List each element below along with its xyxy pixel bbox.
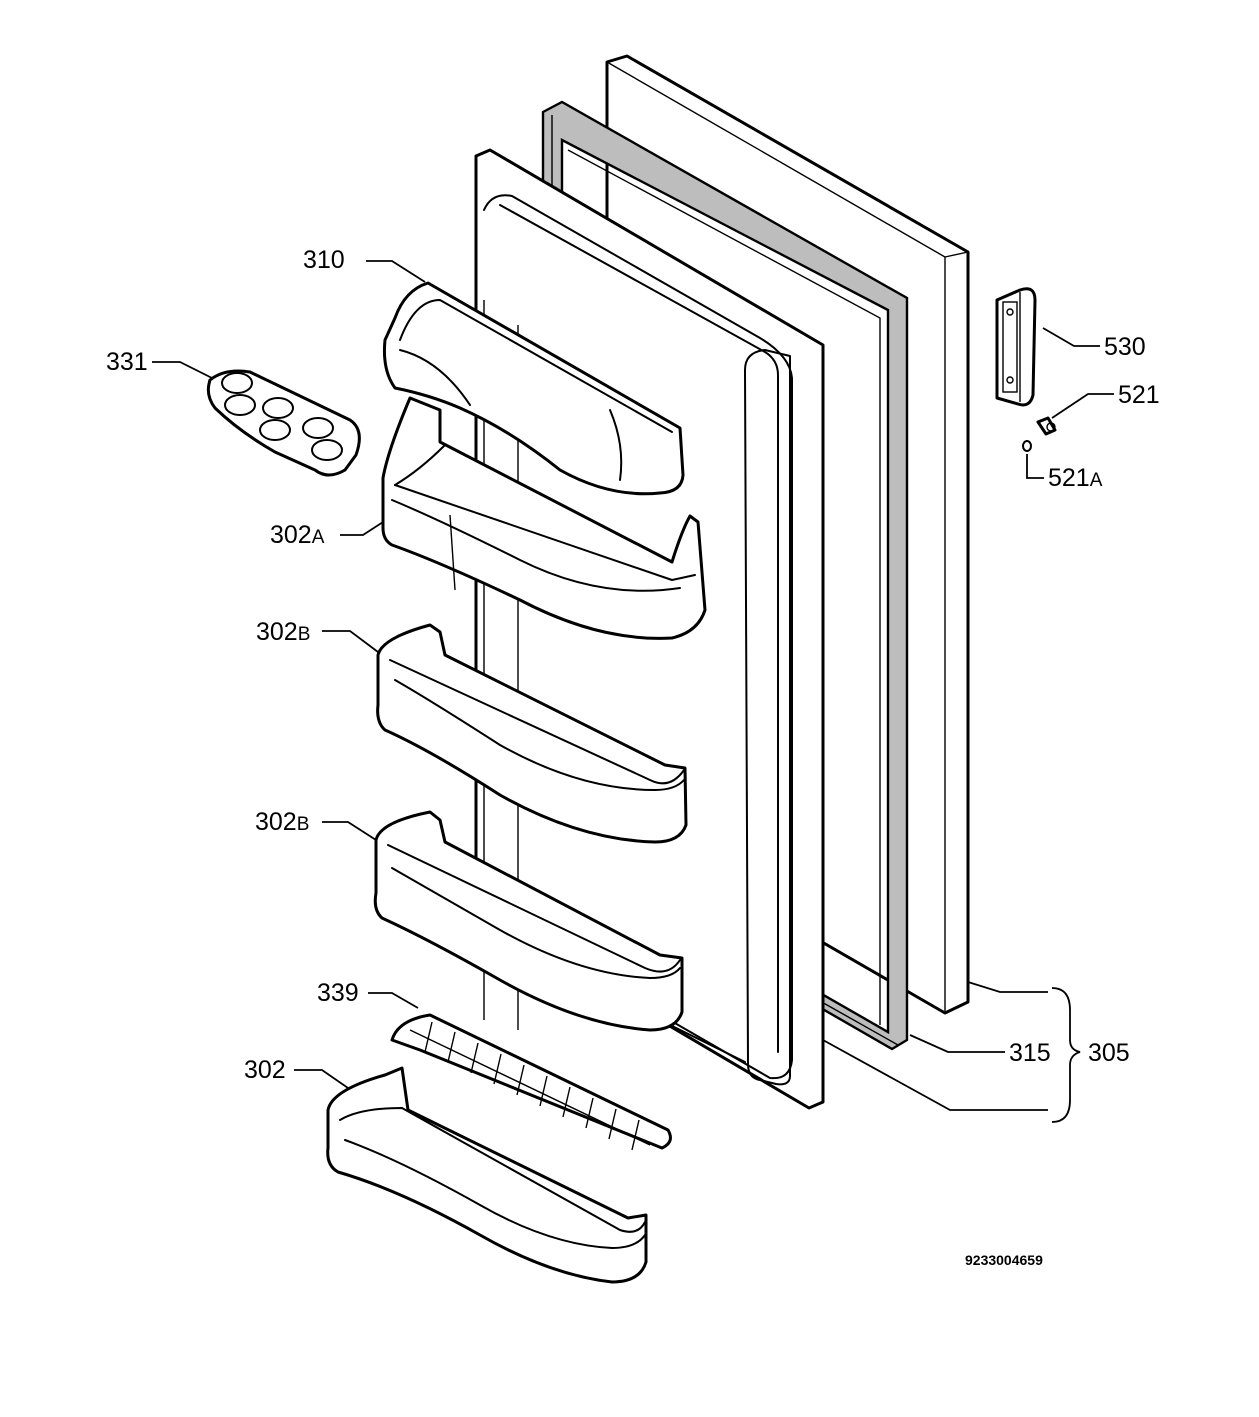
document-number: 9233004659 — [965, 1252, 1043, 1268]
label-302a: 302A — [270, 521, 325, 549]
door-shelf-302b-upper — [376, 623, 688, 844]
label-521a: 521A — [1048, 464, 1103, 492]
door-shelf-302-bottom — [326, 1066, 648, 1284]
bottle-rack-insert — [390, 1013, 672, 1151]
screw — [1036, 416, 1057, 436]
label-302: 302 — [244, 1056, 286, 1084]
leader-lines — [152, 260, 1114, 1123]
label-302b-upper: 302B — [256, 618, 310, 646]
label-305: 305 — [1088, 1039, 1130, 1067]
label-331: 331 — [106, 348, 148, 376]
washer — [1022, 440, 1032, 452]
label-310: 310 — [303, 246, 345, 274]
door-shelf-302b-lower — [373, 810, 684, 1032]
label-530: 530 — [1104, 333, 1146, 361]
dairy-compartment-lid — [383, 281, 685, 496]
part-labels: 310 331 302A 302B 302B 339 302 530 521 5… — [106, 246, 1160, 1084]
egg-tray — [206, 369, 361, 477]
label-315: 315 — [1009, 1039, 1051, 1067]
door-shelf-302a — [381, 396, 707, 640]
label-302b-lower: 302B — [255, 808, 309, 836]
label-339: 339 — [317, 979, 359, 1007]
hinge-cover — [995, 287, 1037, 407]
label-521: 521 — [1118, 381, 1160, 409]
